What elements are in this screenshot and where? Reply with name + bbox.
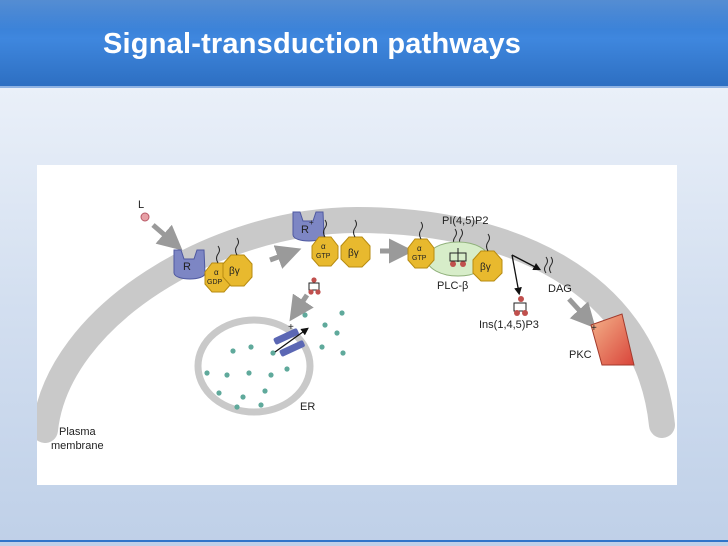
pip2-headgroup [449,248,467,267]
er-label: ER [300,401,315,413]
lipid-anchor-6 [486,233,490,252]
g-beta-gamma-free [340,236,371,268]
g-alpha-gtp-bound-label: α [417,244,422,253]
plc-label: PLC-β [437,280,468,292]
plasma-membrane-label-line2: membrane [51,440,104,452]
ligand-binding-arrow [151,223,183,251]
g-alpha-gtp-free [311,236,339,267]
dag-to-pkc-arrow [567,297,596,329]
receptor [173,249,206,280]
dag-arrow [511,254,542,271]
g-beta-gamma-plc [472,250,503,282]
ip3-receptor-channel [273,328,305,357]
lipid-anchor-4 [353,219,357,238]
lipid-anchor-3 [323,219,327,238]
gtp-label: GTP [316,253,331,260]
er-calcium-ions [204,344,290,410]
title-bar-highlight [0,0,728,30]
ip3-label: Ins(1,4,5)P3 [479,319,539,331]
gdp-label: GDP [207,279,223,286]
ip3-to-channel-arrow [289,293,314,322]
beta-gamma-label-inactive: βγ [229,266,240,277]
dag-molecule [544,256,553,274]
calcium-release-arrow [274,327,309,353]
pkc-plus-sign: + [591,323,597,334]
lipid-anchor-5 [419,221,423,240]
ip3-molecule-cytosol [308,277,321,295]
signal-transduction-diagram: + L R α GDP βγ R + α GTP βγ PI(4,5)P2 [37,199,675,452]
dag-label: DAG [548,283,572,295]
beta-gamma-label-free: βγ [348,248,359,259]
ligand-label: L [138,199,144,211]
receptor-active-label: R [301,224,309,236]
plasma-membrane [37,206,675,443]
pkc-enzyme [590,313,635,366]
beta-gamma-label-plc: βγ [480,262,491,273]
receptor-label: R [183,261,191,273]
slide-title: Signal-transduction pathways [103,28,522,60]
ligand [140,212,150,222]
activation-arrow-1 [269,245,302,269]
lipid-anchor-1 [216,245,220,264]
ip3-molecule [513,296,528,316]
g-alpha-gtp-bound [407,238,435,269]
pkc-label: PKC [569,349,592,361]
g-alpha-gdp-label: α [214,268,219,277]
pip2-label: PI(4,5)P2 [442,215,488,227]
footer-line [0,540,728,542]
lipid-anchor-2 [235,237,239,256]
g-alpha-gtp-label: α [321,242,326,251]
title-bar: Signal-transduction pathways [0,0,728,88]
g-beta-gamma-inactive [222,254,253,287]
channel-plus-sign: + [288,322,294,333]
diagram-panel: + L R α GDP βγ R + α GTP βγ PI(4,5)P2 [37,165,677,485]
er-organelle [194,316,314,416]
plasma-membrane-label-line1: Plasma [59,426,97,438]
gtp-bound-label: GTP [412,255,427,262]
receptor-active-superscript: + [309,218,314,227]
ip3-arrow [511,254,522,296]
